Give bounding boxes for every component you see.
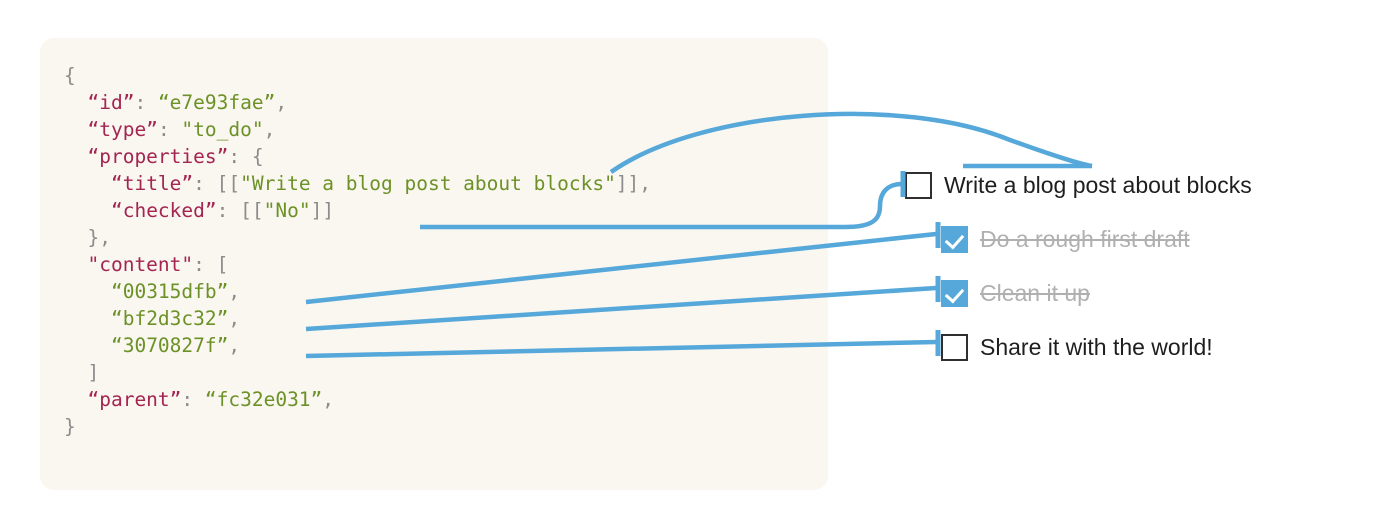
code-token-str: “3070827f”	[110, 334, 229, 357]
todo-item-1[interactable]: Do a rough first draft	[941, 222, 1190, 256]
code-indent	[64, 118, 87, 141]
code-indent	[64, 91, 87, 114]
code-line: }	[64, 413, 651, 440]
checkbox-checked-icon[interactable]	[941, 279, 968, 307]
todo-item-label: Write a blog post about blocks	[944, 171, 1252, 198]
code-line: "content": [	[64, 251, 651, 278]
code-line: “00315dfb”,	[64, 278, 651, 305]
code-token-pun: : [	[193, 253, 229, 276]
code-indent	[64, 199, 111, 222]
code-token-pun: ,	[263, 118, 276, 141]
json-code-panel: { “id”: “e7e93fae”, “type”: "to_do", “pr…	[40, 38, 828, 490]
todo-item-0[interactable]: Write a blog post about blocks	[905, 168, 1252, 202]
checkbox-unchecked-icon[interactable]	[941, 333, 968, 361]
code-token-pun: : [[	[193, 172, 241, 195]
code-indent	[64, 145, 87, 168]
code-token-pun: :	[181, 388, 205, 411]
code-token-pun: ,	[275, 91, 288, 114]
code-token-pun: },	[87, 226, 111, 249]
code-indent	[64, 334, 111, 357]
code-token-pun: ]],	[615, 172, 652, 195]
code-token-key: “title”	[110, 172, 194, 195]
checkbox-unchecked-icon[interactable]	[905, 171, 932, 199]
code-token-key: “checked”	[110, 199, 217, 222]
code-token-pun: :	[157, 118, 182, 141]
code-token-str: “00315dfb”	[110, 280, 229, 303]
code-token-str: "No"	[263, 199, 311, 222]
code-token-pun: : {	[228, 145, 264, 168]
code-indent	[64, 253, 87, 276]
todo-item-3[interactable]: Share it with the world!	[941, 330, 1213, 364]
code-line: “id”: “e7e93fae”,	[64, 89, 651, 116]
code-token-pun: {	[64, 64, 76, 87]
code-indent	[64, 388, 87, 411]
code-line: “properties”: {	[64, 143, 651, 170]
code-line: “type”: "to_do",	[64, 116, 651, 143]
code-token-pun: : [[	[216, 199, 264, 222]
code-indent	[64, 361, 87, 384]
code-token-pun: ,	[228, 280, 241, 303]
code-token-str: "Write a blog post about blocks"	[240, 172, 616, 195]
code-token-str: “e7e93fae”	[157, 91, 276, 114]
code-token-pun: :	[134, 91, 158, 114]
code-line: “3070827f”,	[64, 332, 651, 359]
code-token-key: “id”	[87, 91, 135, 114]
code-indent	[64, 280, 111, 303]
code-line: “bf2d3c32”,	[64, 305, 651, 332]
code-token-str: “fc32e031”	[204, 388, 323, 411]
checkbox-checked-icon[interactable]	[941, 225, 968, 253]
code-token-key: "content"	[87, 253, 194, 276]
code-line: “title”: [["Write a blog post about bloc…	[64, 170, 651, 197]
code-line: },	[64, 224, 651, 251]
todo-item-label: Clean it up	[980, 279, 1090, 306]
code-token-str: “bf2d3c32”	[110, 307, 229, 330]
code-token-key: “parent”	[87, 388, 182, 411]
code-indent	[64, 226, 87, 249]
code-token-pun: }	[64, 415, 76, 438]
code-token-pun: ,	[322, 388, 335, 411]
json-code-listing: { “id”: “e7e93fae”, “type”: "to_do", “pr…	[64, 62, 651, 440]
code-token-str: "to_do"	[181, 118, 264, 141]
todo-item-2[interactable]: Clean it up	[941, 276, 1090, 310]
code-indent	[64, 307, 111, 330]
code-token-key: “type”	[87, 118, 158, 141]
code-line: ]	[64, 359, 651, 386]
todo-item-label: Do a rough first draft	[980, 225, 1190, 252]
code-line: {	[64, 62, 651, 89]
code-token-pun: ]	[87, 361, 100, 384]
code-token-pun: ,	[228, 307, 241, 330]
code-token-pun: ]]	[310, 199, 335, 222]
code-token-key: “properties”	[87, 145, 229, 168]
code-token-pun: ,	[228, 334, 241, 357]
code-line: “checked”: [["No"]]	[64, 197, 651, 224]
todo-item-label: Share it with the world!	[980, 333, 1213, 360]
code-line: “parent”: “fc32e031”,	[64, 386, 651, 413]
code-indent	[64, 172, 111, 195]
